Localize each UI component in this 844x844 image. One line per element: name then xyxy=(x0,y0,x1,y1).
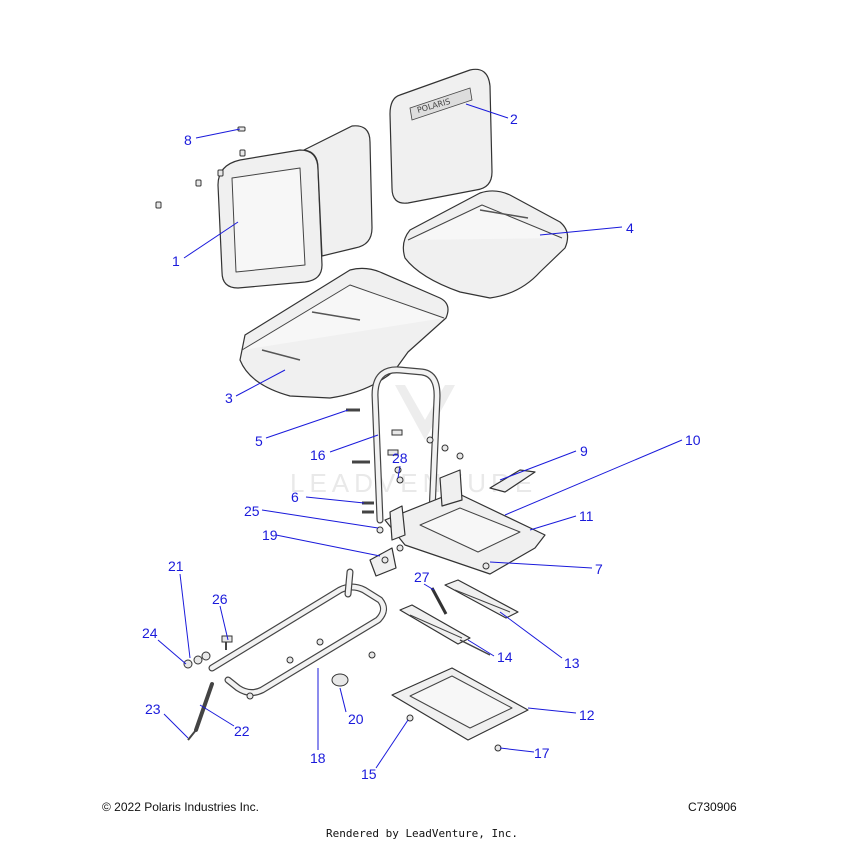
callout-labels: 1 2 3 4 5 6 7 8 9 10 11 12 13 14 15 16 1… xyxy=(142,111,701,782)
callout-19: 19 xyxy=(262,527,278,543)
callout-6: 6 xyxy=(291,489,299,505)
callout-10: 10 xyxy=(685,432,701,448)
seat-cushion-right[interactable] xyxy=(402,190,569,299)
callout-5: 5 xyxy=(255,433,263,449)
seat-base-frame[interactable] xyxy=(208,568,387,700)
callout-22: 22 xyxy=(234,723,250,739)
slide-rail-left[interactable] xyxy=(399,604,491,656)
bumper xyxy=(331,673,349,687)
callout-14: 14 xyxy=(497,649,513,665)
pivot-hardware xyxy=(183,635,233,669)
callout-23: 23 xyxy=(145,701,161,717)
seat-back-frame[interactable] xyxy=(371,366,441,524)
callout-3: 3 xyxy=(225,390,233,406)
slide-rail-right[interactable] xyxy=(444,579,519,619)
callout-15: 15 xyxy=(361,766,377,782)
seat-cushion-bench[interactable] xyxy=(239,267,449,399)
callout-18: 18 xyxy=(310,750,326,766)
callout-21: 21 xyxy=(168,558,184,574)
seat-back-right[interactable]: POLARIS xyxy=(389,68,493,204)
seat-back-left[interactable] xyxy=(217,125,373,289)
fastener-7 xyxy=(482,562,490,570)
callout-4: 4 xyxy=(626,220,634,236)
hinge-bracket[interactable] xyxy=(369,526,404,577)
callout-27: 27 xyxy=(414,569,430,585)
callout-17: 17 xyxy=(534,745,550,761)
leadventure-watermark: LEADVENTURE xyxy=(290,385,537,498)
seat-pan[interactable] xyxy=(384,469,546,575)
callout-16: 16 xyxy=(310,447,326,463)
callout-13: 13 xyxy=(564,655,580,671)
callout-7: 7 xyxy=(595,561,603,577)
svg-text:LEADVENTURE: LEADVENTURE xyxy=(290,468,537,498)
callout-24: 24 xyxy=(142,625,158,641)
copyright-text: © 2022 Polaris Industries Inc. xyxy=(102,800,259,814)
hardware-pins xyxy=(155,126,246,209)
spring-27 xyxy=(430,587,448,615)
callout-28: 28 xyxy=(392,450,408,466)
callout-12: 12 xyxy=(579,707,595,723)
gas-strut[interactable] xyxy=(187,682,214,741)
diagram-code: C730906 xyxy=(688,800,737,814)
seat-mount-plate[interactable] xyxy=(391,667,529,752)
callout-2: 2 xyxy=(510,111,518,127)
callout-9: 9 xyxy=(580,443,588,459)
callout-25: 25 xyxy=(244,503,260,519)
callout-26: 26 xyxy=(212,591,228,607)
callout-11: 11 xyxy=(579,508,594,524)
callout-20: 20 xyxy=(348,711,364,727)
callout-leaders xyxy=(157,103,683,769)
callout-8: 8 xyxy=(184,132,192,148)
callout-1: 1 xyxy=(172,253,180,269)
rendered-by-text: Rendered by LeadVenture, Inc. xyxy=(325,827,519,840)
